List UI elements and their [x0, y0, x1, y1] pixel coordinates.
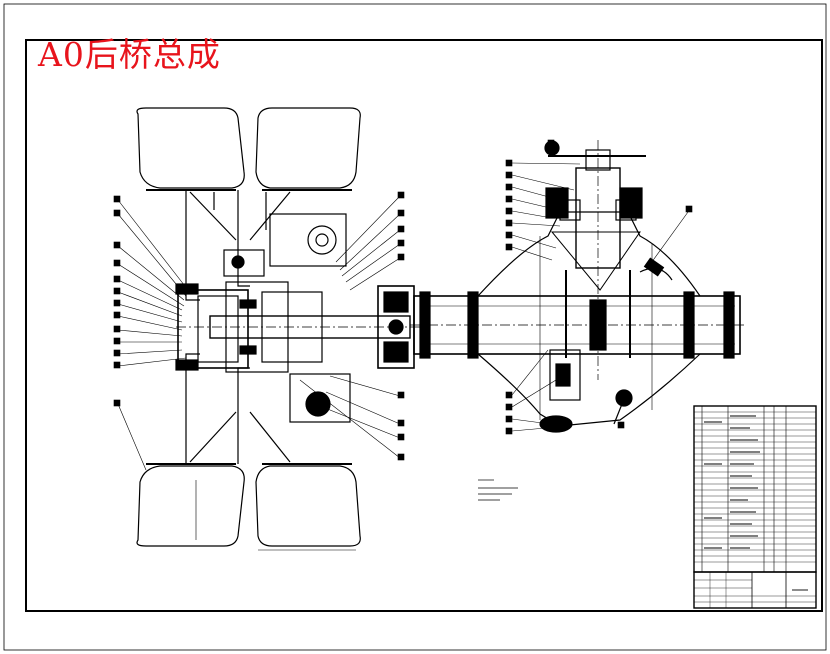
drawing-frame — [25, 39, 823, 612]
inner-tire-top — [255, 107, 361, 189]
parts-list — [693, 405, 817, 573]
part-callouts-right — [505, 139, 693, 435]
drawing-title: A0后桥总成 — [38, 35, 221, 74]
inner-tire-bottom — [255, 465, 361, 547]
part-callouts-left — [113, 191, 405, 471]
technical-notes — [478, 479, 518, 501]
outer-tire-top — [136, 107, 245, 189]
final-drive-view — [410, 140, 745, 433]
outer-tire-bottom — [136, 465, 245, 547]
title-block — [693, 571, 817, 609]
wheel-hub-view — [136, 107, 420, 551]
outer-border — [3, 3, 827, 651]
